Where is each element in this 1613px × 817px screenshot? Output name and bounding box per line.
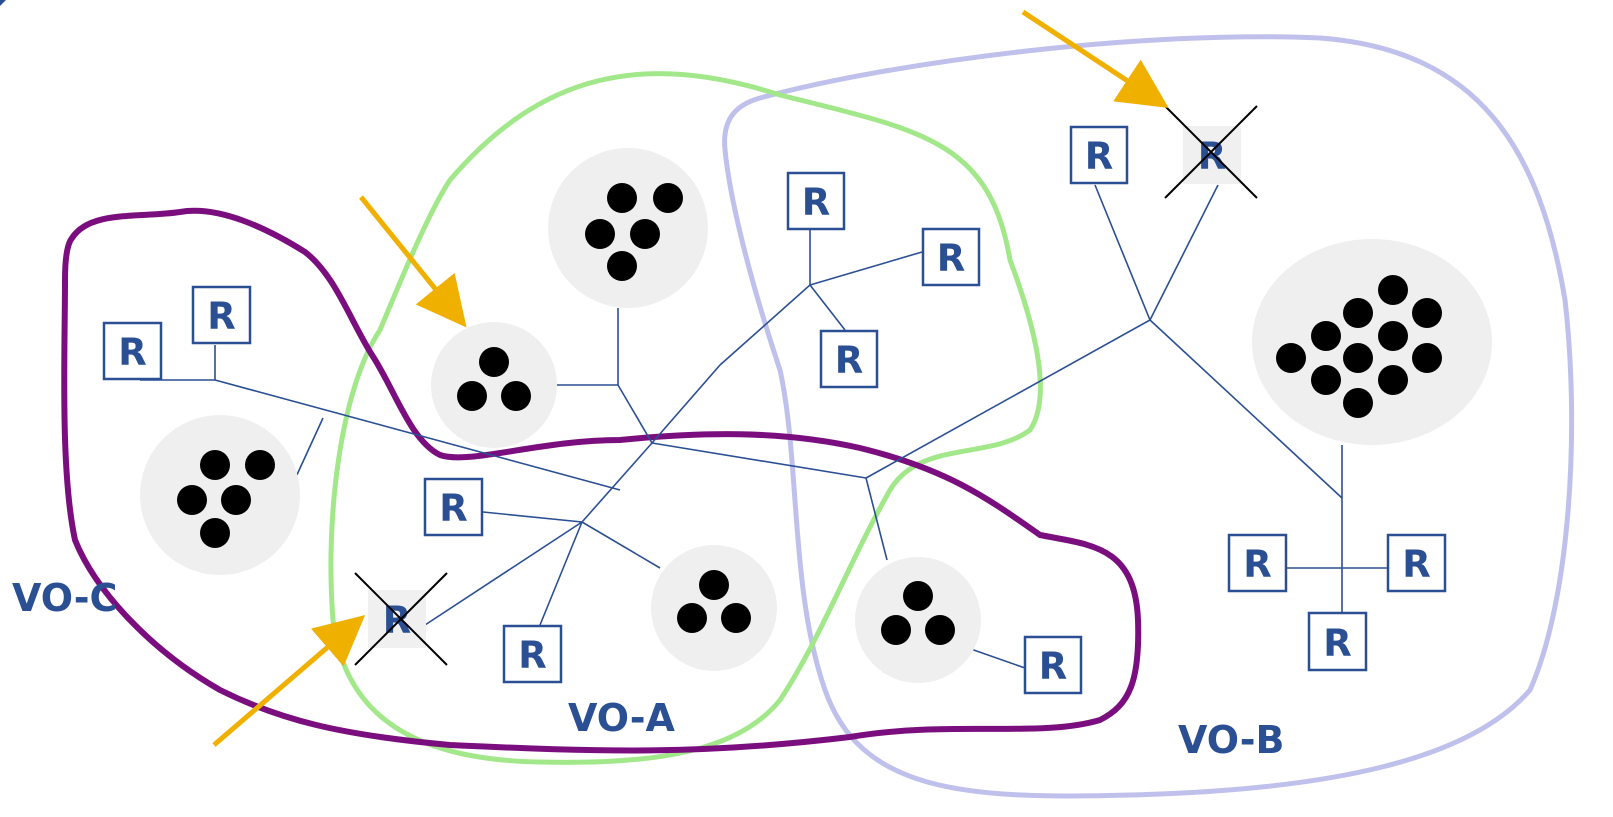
vo-a-boundary [328, 71, 1043, 765]
router-label: R [937, 237, 966, 280]
router: R [786, 171, 846, 231]
router-label: R [1039, 645, 1068, 688]
router: R [191, 285, 252, 345]
router: R [1069, 125, 1129, 185]
arrow-to-failed-router-vo-a [212, 614, 366, 747]
router: R [1386, 533, 1447, 593]
router-label: R [802, 181, 831, 224]
vo-b-boundary [722, 34, 1575, 799]
user-group-shared [855, 557, 981, 683]
vo-a-label: VO-A [568, 696, 676, 740]
vo-c-boundary [61, 207, 1142, 754]
router-label: R [835, 339, 864, 382]
router: R [502, 624, 563, 684]
router-label: R [518, 634, 547, 677]
router-label: R [1085, 135, 1114, 178]
arrow-to-failed-router-vo-b [1021, 9, 1169, 109]
router: R [1307, 611, 1368, 672]
arrow-fragment-top-left [0, 0, 6, 6]
router: R [1227, 533, 1288, 593]
router-label: R [439, 487, 468, 530]
arrows [212, 9, 1169, 747]
failed-router: R [354, 572, 448, 666]
router: R [102, 321, 163, 381]
vo-c-label: VO-C [12, 576, 117, 620]
user-group-vo-a-bottom [651, 545, 777, 671]
router: R [819, 329, 879, 389]
user-group-vo-a-left [431, 322, 557, 448]
router-label: R [1402, 543, 1431, 586]
arrow-to-user-group [359, 195, 467, 328]
router-label: R [1323, 622, 1352, 665]
router: R [1023, 635, 1083, 695]
user-group-vo-c [140, 415, 300, 575]
router-label: R [207, 295, 236, 338]
network-links [140, 184, 1388, 669]
failed-router: R [1164, 105, 1258, 199]
router-label: R [1243, 543, 1272, 586]
user-group-vo-b [1252, 239, 1492, 445]
router-label: R [118, 331, 147, 374]
router: R [921, 227, 981, 287]
vo-b-label: VO-B [1178, 718, 1285, 762]
router: R [423, 477, 484, 537]
user-group-vo-a-top [548, 148, 708, 308]
